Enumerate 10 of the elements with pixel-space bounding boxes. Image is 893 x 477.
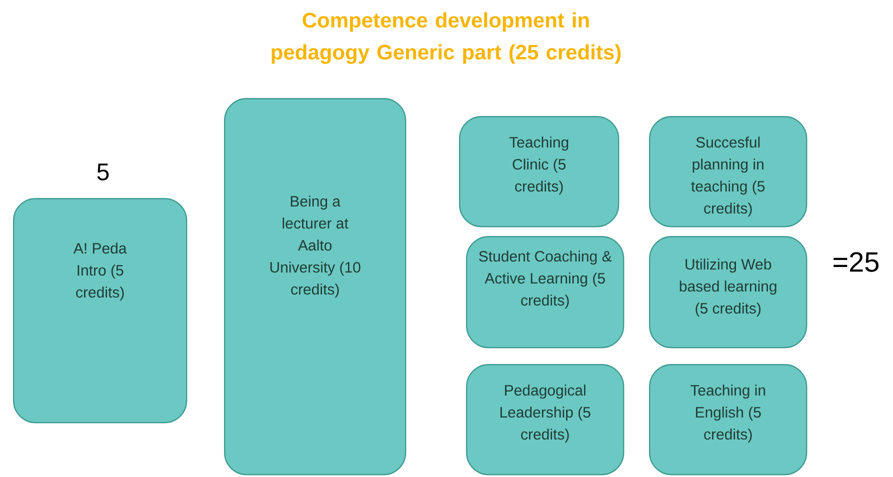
course-box: Succesful planning in teaching (5 credits): [649, 116, 808, 228]
title: Competence development in pedagogy Generic part (25 credits): [272, 12, 621, 64]
course-box: Utilizing Web based learning (5 credits): [649, 236, 808, 348]
course-box: Teaching in English (5 credits): [649, 364, 808, 476]
credit-count: =25: [834, 252, 879, 272]
course-box: A! Peda Intro (5 credits): [13, 198, 188, 424]
course-box: Student Coaching & Active Learning (5 credits): [466, 236, 624, 348]
course-box: Teaching Clinic (5 credits): [459, 116, 620, 228]
course-box: Being a lecturer at Aalto University (10 credits): [224, 98, 406, 476]
course-box: Pedagogical Leadership (5 credits): [466, 364, 624, 476]
